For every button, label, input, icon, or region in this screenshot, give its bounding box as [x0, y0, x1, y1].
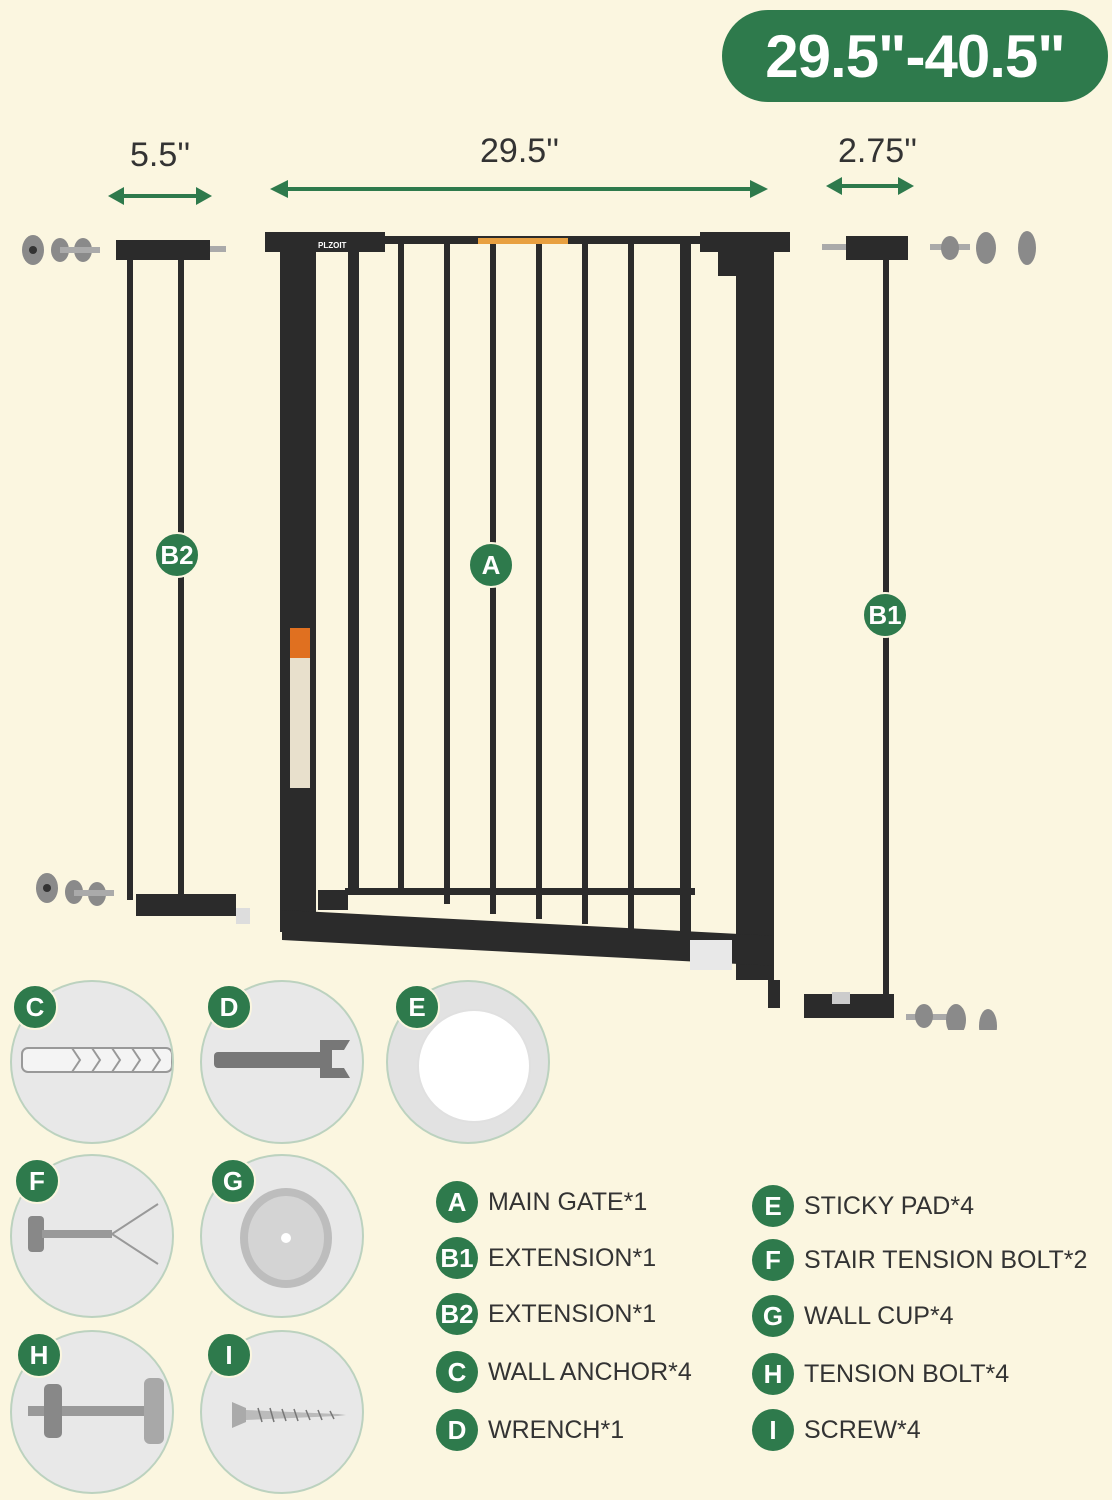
legend-item-a: A MAIN GATE*1 [436, 1180, 647, 1224]
legend-item-h: H TENSION BOLT*4 [752, 1352, 1009, 1396]
wrench-icon [214, 1040, 350, 1078]
legend-badge: F [752, 1239, 794, 1281]
tension-bolt-icon [28, 1378, 164, 1444]
left-hardware-bottom [36, 873, 114, 906]
legend-text: TENSION BOLT*4 [804, 1359, 1010, 1388]
part-tag-b1: B1 [862, 592, 908, 638]
legend-item-i: I SCREW*4 [752, 1408, 921, 1452]
legend-text: STAIR TENSION BOLT*2 [804, 1245, 1088, 1274]
part-tag-b2: B2 [154, 532, 200, 578]
screw-icon [232, 1402, 346, 1428]
legend-text: WALL ANCHOR*4 [488, 1357, 692, 1386]
extension-b2-panel [116, 240, 250, 924]
legend-badge: A [436, 1181, 478, 1223]
legend-text: SCREW*4 [804, 1415, 921, 1444]
legend-item-d: D WRENCH*1 [436, 1408, 624, 1452]
circle-tag-c: C [12, 984, 58, 1030]
right-hardware-bottom [906, 1004, 997, 1030]
legend-badge: B1 [436, 1237, 478, 1279]
circle-tag-e: E [394, 984, 440, 1030]
circle-tag-g: G [210, 1158, 256, 1204]
width-range-badge: 29.5"-40.5" [722, 10, 1108, 102]
wall-anchor-icon [21, 1047, 172, 1073]
circle-tag-h: H [16, 1332, 62, 1378]
left-extension-width-label: 5.5'' [130, 136, 191, 174]
legend-item-b1: B1 EXTENSION*1 [436, 1236, 656, 1280]
legend-badge: D [436, 1409, 478, 1451]
legend-text: MAIN GATE*1 [488, 1187, 648, 1216]
legend-item-f: F STAIR TENSION BOLT*2 [752, 1238, 1087, 1282]
right-hardware-top [930, 231, 1036, 265]
circle-tag-f: F [14, 1158, 60, 1204]
legend-text: WRENCH*1 [488, 1415, 625, 1444]
legend-badge: C [436, 1351, 478, 1393]
main-gate-a [265, 232, 790, 1008]
main-gate-width-label: 29.5'' [480, 132, 560, 170]
legend-text: STICKY PAD*4 [804, 1191, 974, 1220]
stair-tension-bolt-icon [28, 1203, 159, 1265]
circle-tag-d: D [206, 984, 252, 1030]
legend-item-g: G WALL CUP*4 [752, 1294, 954, 1338]
gate-assembly-illustration: PLZOIT [22, 231, 1036, 1030]
legend-badge: E [752, 1185, 794, 1227]
legend-badge: I [752, 1409, 794, 1451]
part-tag-a: A [468, 542, 514, 588]
legend-item-b2: B2 EXTENSION*1 [436, 1292, 656, 1336]
legend-badge: G [752, 1295, 794, 1337]
sticky-pad-icon [417, 1009, 531, 1123]
sticky-pad-circle [386, 980, 550, 1144]
legend-text: EXTENSION*1 [488, 1299, 657, 1328]
legend-badge: H [752, 1353, 794, 1395]
brand-label: PLZOIT [318, 241, 347, 250]
legend-text: EXTENSION*1 [488, 1243, 657, 1272]
legend-badge: B2 [436, 1293, 478, 1335]
legend-item-c: C WALL ANCHOR*4 [436, 1350, 692, 1394]
legend-item-e: E STICKY PAD*4 [752, 1184, 974, 1228]
left-hardware-top [22, 235, 100, 265]
circle-tag-i: I [206, 1332, 252, 1378]
dimension-arrows [108, 177, 914, 205]
right-extension-width-label: 2.75'' [838, 132, 918, 170]
legend-text: WALL CUP*4 [804, 1301, 954, 1330]
wall-cup-icon [240, 1188, 332, 1288]
